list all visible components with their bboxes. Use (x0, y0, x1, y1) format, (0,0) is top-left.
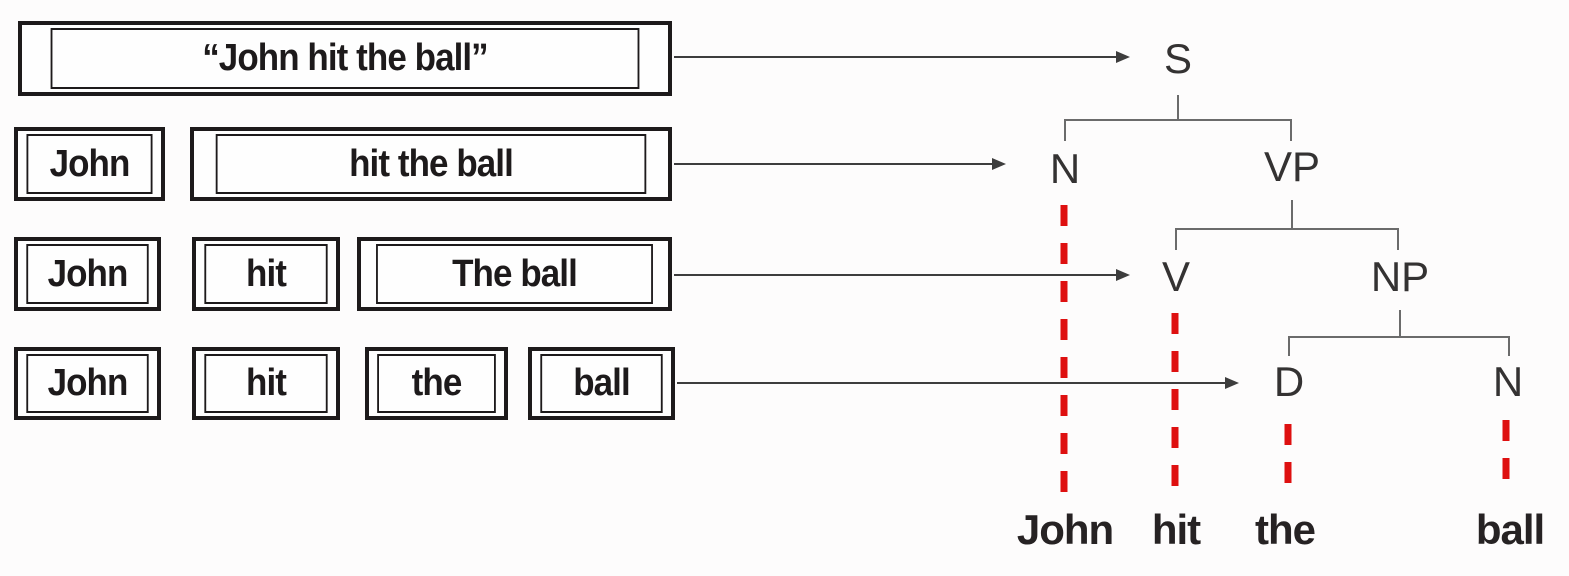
token-box-sentence: “John hit the ball” (18, 21, 672, 96)
arrow-row1-line (674, 56, 1116, 58)
edge-S-VP-drop (1290, 121, 1292, 141)
token-box-label: John (26, 134, 153, 194)
token-box-label: ball (540, 354, 663, 413)
arrow-row1-head-icon (1116, 51, 1130, 63)
leaf-word-the: the (1255, 506, 1316, 553)
leaf-word-john: John (1016, 506, 1114, 553)
leaf-word-hit: hit (1151, 506, 1201, 553)
leaf-link-john-line (1060, 205, 1068, 493)
token-box-label: hit the ball (215, 134, 647, 194)
token-box-label: The ball (376, 244, 653, 304)
edge-NP-bar (1288, 336, 1510, 338)
arrow-row2-head-icon (992, 158, 1006, 170)
arrow-row2-line (674, 163, 992, 165)
arrow-row4-line (677, 382, 1225, 384)
edge-VP-stem (1291, 200, 1293, 228)
token-box-john-r2: John (14, 127, 165, 201)
tree-node-NP: NP (1370, 253, 1430, 300)
tree-node-N1: N (1049, 145, 1081, 192)
leaf-link-the-line (1284, 424, 1292, 493)
edge-S-bar (1064, 119, 1292, 121)
edge-VP-bar (1175, 228, 1399, 230)
token-box-label: hit (204, 354, 328, 413)
arrow-row3-line (674, 274, 1116, 276)
token-box-label: hit (204, 244, 328, 304)
token-box-label: the (377, 354, 496, 413)
tree-node-N2: N (1492, 358, 1524, 405)
edge-NP-N2-drop (1508, 338, 1510, 356)
tree-node-S: S (1163, 35, 1193, 82)
arrow-row4-head-icon (1225, 377, 1239, 389)
edge-NP-D-drop (1288, 338, 1290, 356)
edge-S-N1-drop (1064, 121, 1066, 141)
token-box-label: John (26, 244, 149, 304)
token-box-the-ball: The ball (357, 237, 672, 311)
token-box-the: the (365, 347, 508, 420)
token-box-ball: ball (528, 347, 675, 420)
tree-node-D: D (1273, 358, 1305, 405)
token-box-label: John (26, 354, 149, 413)
leaf-link-ball-line (1502, 420, 1510, 493)
token-box-hit-the-ball: hit the ball (190, 127, 672, 201)
edge-NP-stem (1399, 310, 1401, 336)
leaf-word-ball: ball (1475, 506, 1545, 553)
edge-VP-NP-drop (1397, 230, 1399, 250)
tree-node-V: V (1161, 253, 1191, 300)
token-box-label: “John hit the ball” (50, 28, 640, 89)
edge-VP-V-drop (1175, 230, 1177, 250)
arrow-row3-head-icon (1116, 269, 1130, 281)
token-box-hit-r3: hit (192, 237, 340, 311)
token-box-hit-r4: hit (192, 347, 340, 420)
leaf-link-hit-line (1171, 313, 1179, 493)
token-box-john-r3: John (14, 237, 161, 311)
edge-S-stem (1177, 95, 1179, 119)
token-box-john-r4: John (14, 347, 161, 420)
tree-node-VP: VP (1263, 143, 1321, 190)
